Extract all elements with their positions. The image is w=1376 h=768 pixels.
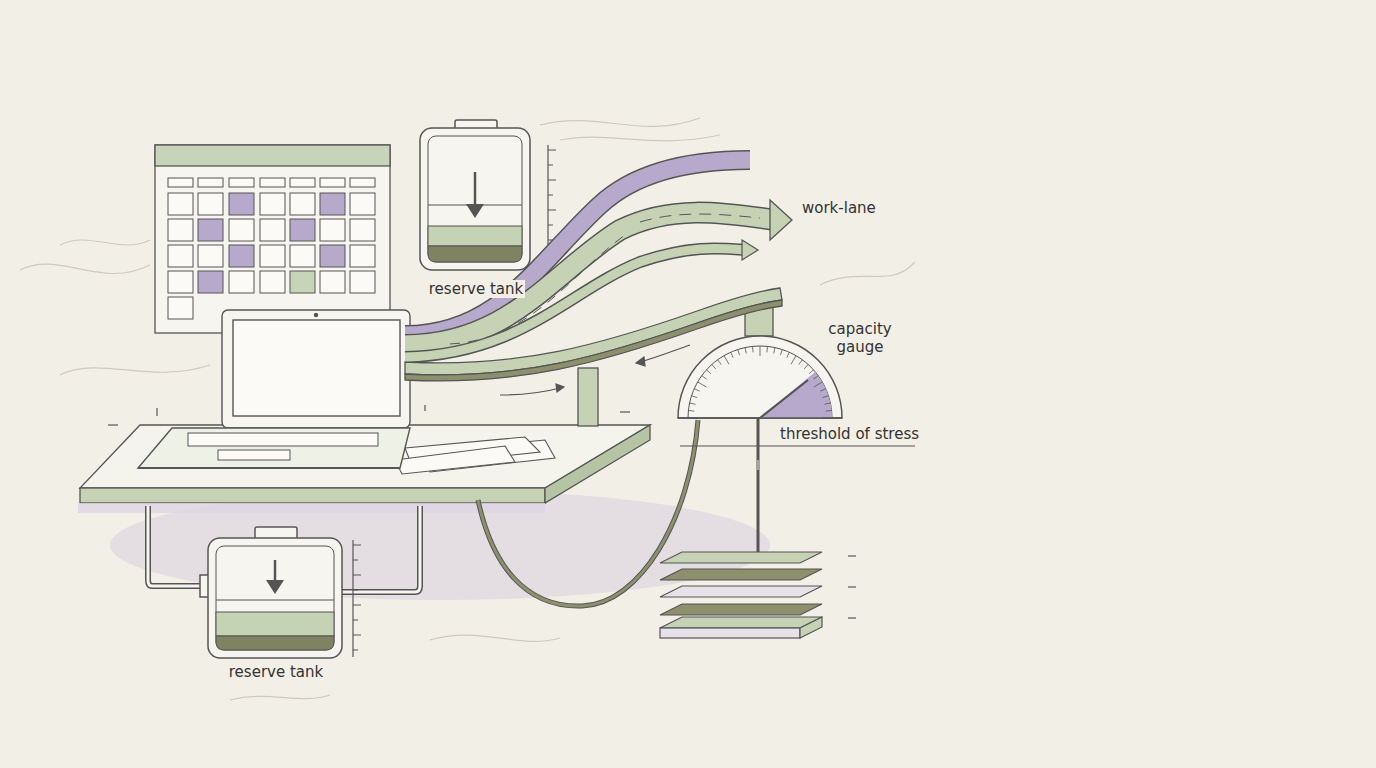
threshold-label: threshold of stress <box>778 425 921 443</box>
reserve-tank-top <box>420 120 556 270</box>
lane-label: work-lane <box>800 199 878 217</box>
gauge-tick <box>804 364 808 368</box>
gauge-label: capacity gauge <box>818 320 902 356</box>
desk <box>78 425 650 513</box>
gauge-tick <box>690 403 696 404</box>
gauge-tick <box>760 346 761 356</box>
gauge-tick <box>706 370 710 374</box>
gauge-tick <box>766 346 768 352</box>
gauge-tick <box>752 346 754 352</box>
work-lane-ribbons <box>405 160 792 357</box>
gauge-tick <box>813 376 818 380</box>
plate-stack <box>660 552 856 638</box>
gauge-tick <box>702 376 707 380</box>
gauge-tick <box>738 350 740 356</box>
gauge-tick <box>787 352 789 357</box>
gauge-tick <box>698 382 707 387</box>
laptop <box>138 310 410 468</box>
calendar <box>155 145 390 333</box>
gauge-tick <box>823 396 829 398</box>
gauge-tick <box>826 410 832 412</box>
tank-label: reserve tank <box>427 280 525 298</box>
gauge-tick <box>694 389 699 391</box>
reserve-tank-bottom <box>148 506 420 658</box>
gauge-tick <box>825 403 831 404</box>
gauge-tick <box>809 370 813 374</box>
gauge-tick <box>688 410 694 412</box>
gauge-tick <box>791 356 796 365</box>
gauge-tick <box>774 348 775 354</box>
papers <box>395 437 555 474</box>
flow-arrows <box>108 345 690 425</box>
capacity-gauge <box>678 336 915 552</box>
gauge-tick <box>745 348 746 354</box>
wavy-lines <box>20 118 915 700</box>
gauge-tick <box>780 350 782 356</box>
gauge-tick <box>692 396 698 398</box>
gauge-tick <box>731 352 733 357</box>
tank-label: reserve tank <box>227 663 325 681</box>
gauge-tick <box>799 360 803 365</box>
gauge-tick <box>814 382 823 387</box>
gauge-tick <box>724 356 729 365</box>
gauge-tick <box>718 360 722 365</box>
gauge-tick <box>820 389 825 391</box>
gauge-tick <box>712 364 716 368</box>
